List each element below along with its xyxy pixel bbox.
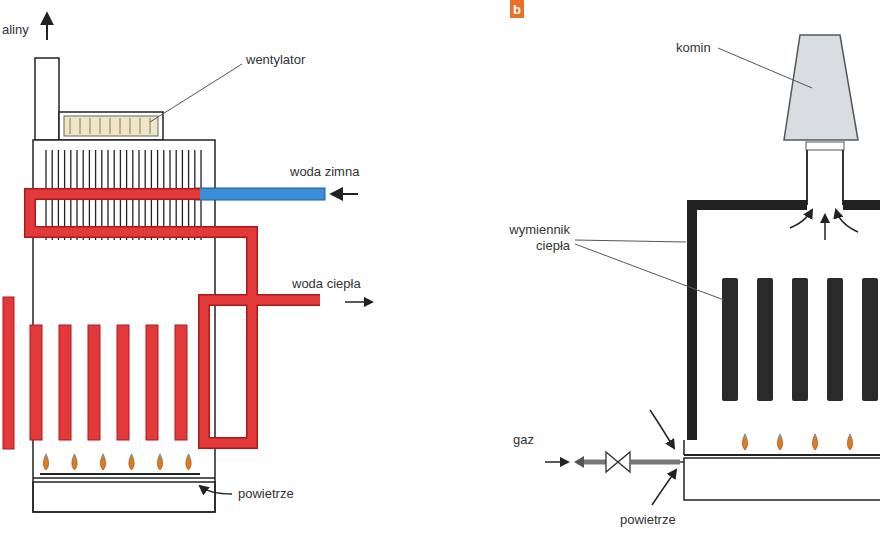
exchanger-bars xyxy=(722,278,878,401)
air-arrow xyxy=(200,486,232,494)
part-label: wentylator xyxy=(246,52,305,68)
outflow-arrow xyxy=(345,301,372,303)
flames xyxy=(43,453,191,470)
air-label: powietrze xyxy=(238,486,294,502)
air-arrow xyxy=(652,470,676,505)
pipe-label: woda zimna xyxy=(290,164,359,180)
flue-arrow xyxy=(824,215,826,240)
pipe-label: woda ciepła xyxy=(292,276,361,292)
exhaust-arrow xyxy=(46,14,48,40)
leader-line xyxy=(150,64,242,122)
right-boiler xyxy=(684,35,880,500)
flames xyxy=(742,433,880,450)
inflow-arrow xyxy=(332,193,358,195)
leader-line xyxy=(718,48,812,88)
panel-badge: b xyxy=(510,0,524,18)
flue-arrow xyxy=(836,210,858,232)
air-arrow xyxy=(650,410,674,448)
heat-plates xyxy=(30,325,187,440)
gas-valve xyxy=(574,452,684,472)
air-label: powietrze xyxy=(620,512,676,528)
heat-plate xyxy=(3,297,14,449)
exhaust-label: aliny xyxy=(2,22,29,38)
water-pipes xyxy=(30,188,325,443)
flue-arrow xyxy=(790,210,812,228)
leader-line xyxy=(575,244,724,300)
part-label: wymiennik ciepła xyxy=(490,222,570,255)
panel-letter: b xyxy=(513,2,521,17)
gas-label: gaz xyxy=(513,432,534,448)
burner xyxy=(40,473,200,475)
part-label: komin xyxy=(676,40,711,56)
gas-arrow xyxy=(545,461,568,463)
left-boiler xyxy=(33,58,215,512)
leader-line xyxy=(575,240,686,242)
